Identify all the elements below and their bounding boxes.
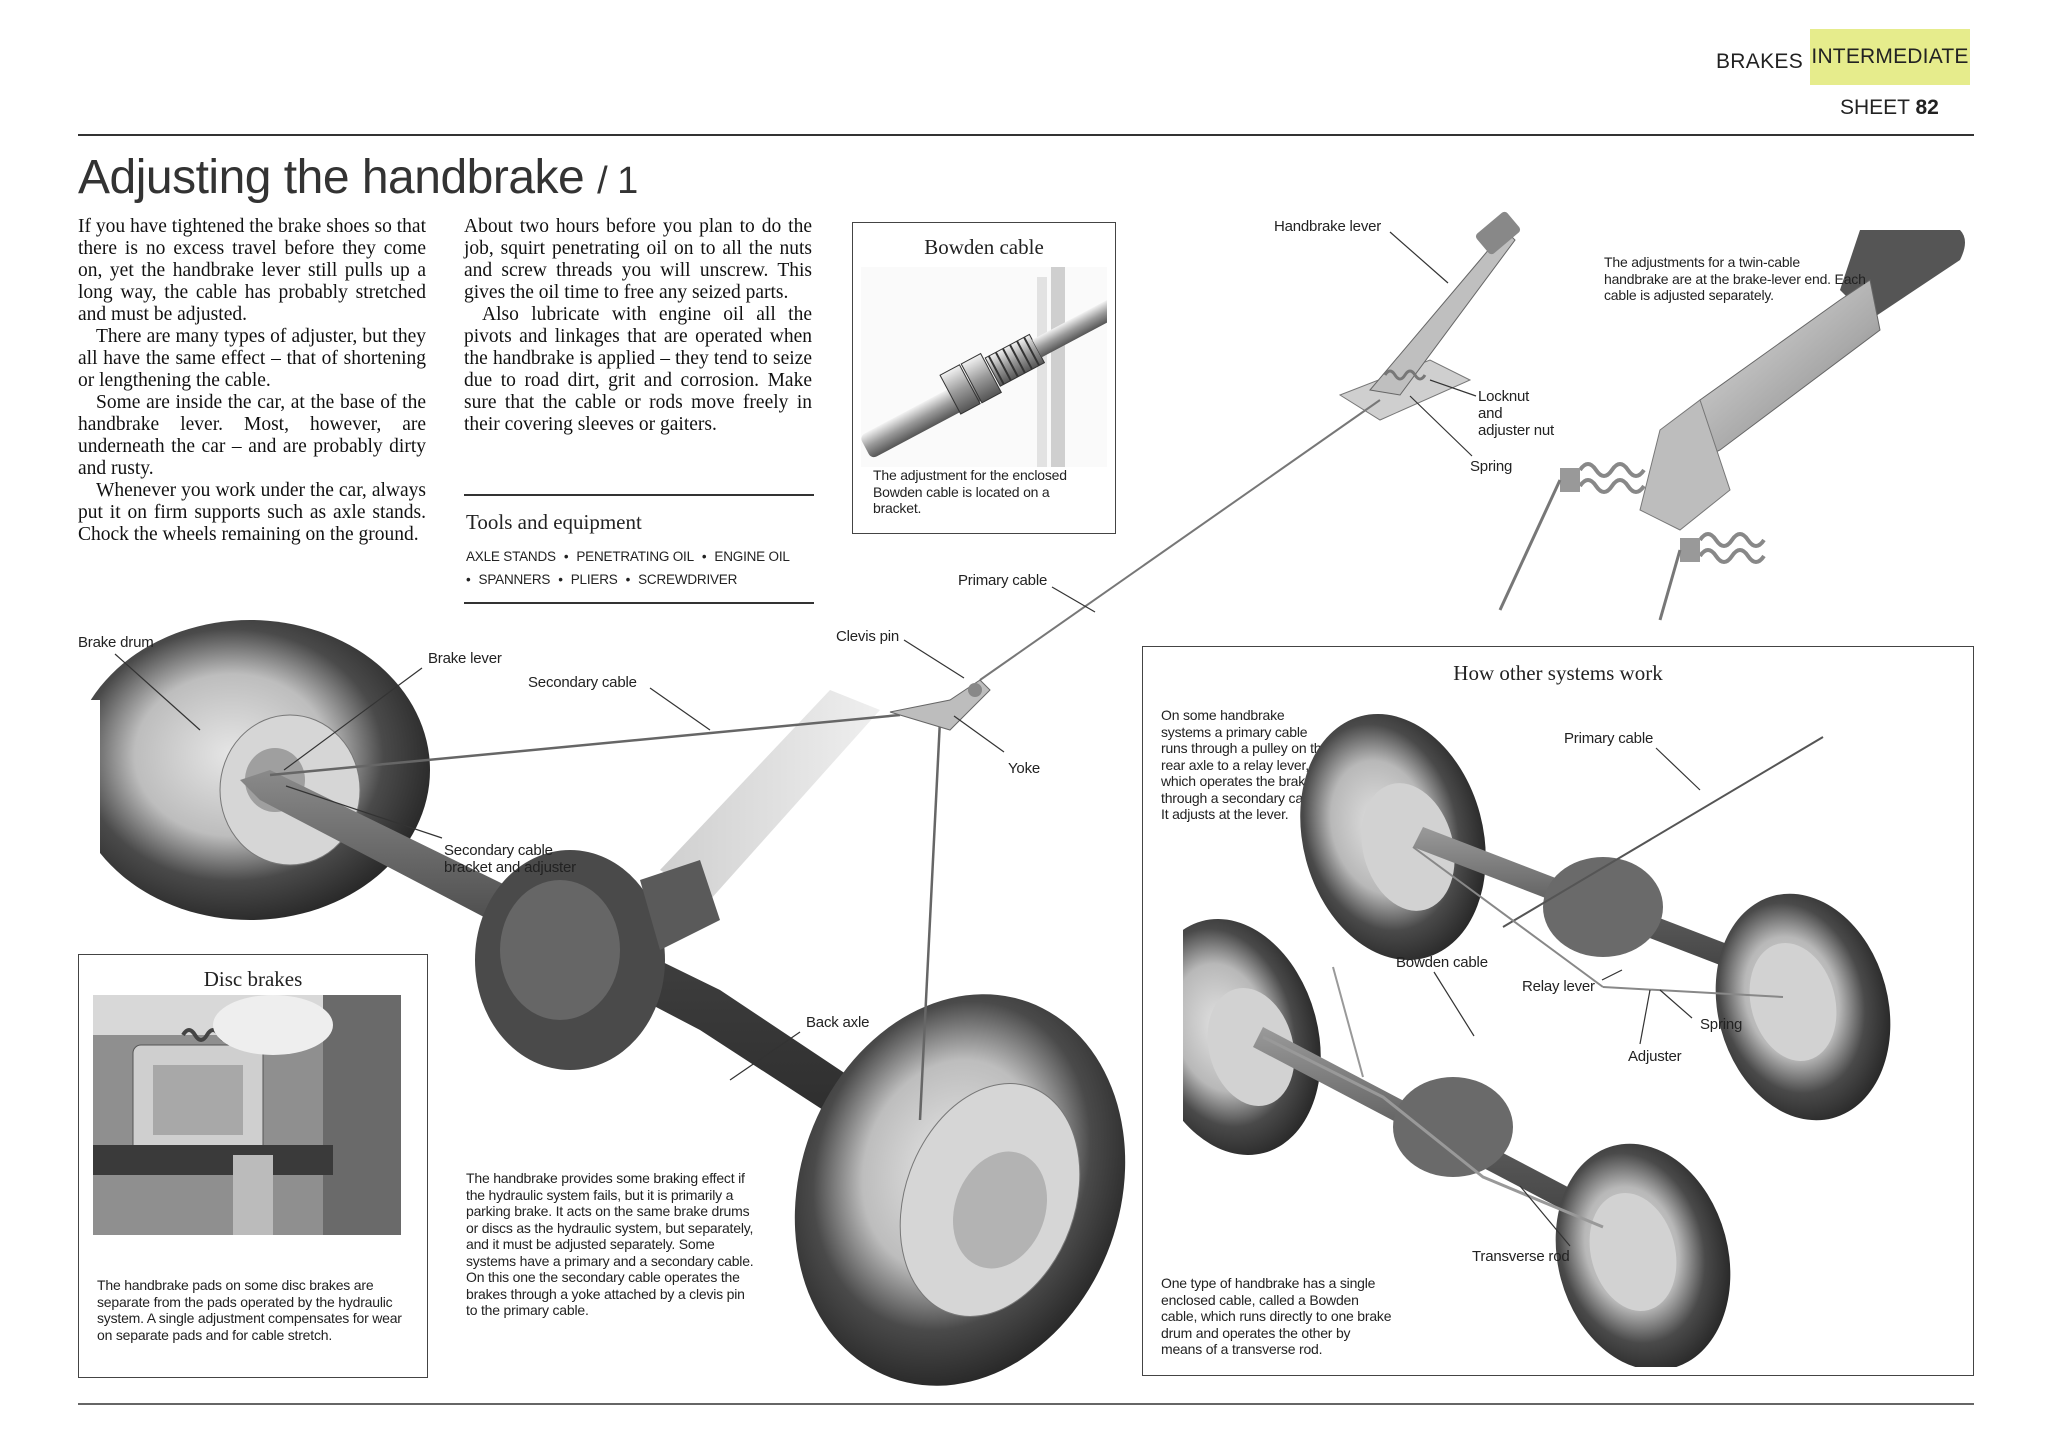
bowden-cable-box: Bowden cable The adjustment for the encl… bbox=[852, 222, 1116, 534]
label-primary-cable: Primary cable bbox=[958, 572, 1048, 589]
twin-cable-lever-illustration bbox=[1498, 230, 1965, 621]
disc-box-caption: The handbrake pads on some disc brakes a… bbox=[97, 1277, 402, 1343]
tools-rule-bottom bbox=[464, 602, 814, 604]
bowden-box-title: Bowden cable bbox=[924, 235, 1044, 259]
tool-item: ENGINE OIL bbox=[714, 549, 790, 564]
label-secondary-bracket: Secondary cable bracket and adjuster bbox=[444, 842, 576, 876]
paragraph: Some are inside the car, at the base of … bbox=[78, 392, 426, 479]
tools-rule-top bbox=[464, 494, 814, 496]
label-spring: Spring bbox=[1470, 458, 1513, 475]
disc-brake-illustration bbox=[93, 995, 401, 1235]
paragraph: There are many types of adjuster, but th… bbox=[78, 326, 426, 391]
page-title: Adjusting the handbrake / 1 bbox=[78, 150, 638, 205]
disc-brakes-box: Disc brakes The handbrake pads on some d… bbox=[78, 954, 428, 1378]
label-other-adjuster: Adjuster bbox=[1628, 1048, 1682, 1065]
other-box-title: How other systems work bbox=[1453, 661, 1663, 685]
disc-box-title: Disc brakes bbox=[203, 967, 303, 991]
sheet-number: SHEET 82 bbox=[1840, 96, 1939, 120]
label-brake-lever: Brake lever bbox=[428, 650, 502, 667]
other-systems-box: How other systems work On some handbrake… bbox=[1142, 646, 1974, 1376]
label-other-bowden-cable: Bowden cable bbox=[1396, 954, 1488, 971]
tools-list: AXLE STANDS•PENETRATING OIL•ENGINE OIL •… bbox=[466, 549, 790, 587]
label-brake-drum: Brake drum bbox=[78, 634, 154, 651]
bottom-rule bbox=[78, 1403, 1974, 1405]
label-secondary-cable: Secondary cable bbox=[528, 674, 637, 691]
main-caption: The handbrake provides some braking effe… bbox=[466, 1170, 754, 1318]
tool-item: SCREWDRIVER bbox=[638, 572, 738, 587]
bowden-box-caption: The adjustment for the enclosed Bowden c… bbox=[873, 467, 1067, 516]
lever-caption: The adjustments for a twin-cable handbra… bbox=[1604, 254, 1866, 303]
bowden-cable-illustration bbox=[861, 267, 1107, 467]
section-label: BRAKES bbox=[1716, 50, 1803, 73]
label-locknut: Locknut and adjuster nut bbox=[1478, 388, 1554, 439]
label-clevis-pin: Clevis pin bbox=[836, 628, 900, 645]
other-systems-illustration bbox=[1183, 714, 1891, 1367]
label-other-spring: Spring bbox=[1700, 1016, 1743, 1033]
tool-item: SPANNERS bbox=[478, 572, 551, 587]
label-handbrake-lever: Handbrake lever bbox=[1274, 218, 1382, 235]
tool-item: PLIERS bbox=[570, 572, 618, 587]
level-badge: INTERMEDIATE bbox=[1810, 29, 1970, 85]
label-back-axle: Back axle bbox=[806, 1014, 870, 1031]
other-box-text-bottom: One type of handbrake has a single enclo… bbox=[1161, 1275, 1392, 1357]
level-text: INTERMEDIATE bbox=[1811, 45, 1969, 68]
label-yoke: Yoke bbox=[1008, 760, 1041, 777]
body-column-2: About two hours before you plan to do th… bbox=[464, 216, 812, 436]
body-column-1: If you have tightened the brake shoes so… bbox=[78, 216, 426, 546]
tool-item: AXLE STANDS bbox=[466, 549, 556, 564]
sheet-label: SHEET bbox=[1840, 96, 1910, 119]
label-other-relay-lever: Relay lever bbox=[1522, 978, 1595, 995]
title-part: / 1 bbox=[597, 160, 638, 202]
paragraph: Whenever you work under the car, always … bbox=[78, 480, 426, 545]
other-box-text-top: On some handbrake systems a primary cabl… bbox=[1161, 707, 1329, 822]
title-main: Adjusting the handbrake bbox=[78, 151, 585, 204]
paragraph: If you have tightened the brake shoes so… bbox=[78, 216, 426, 325]
label-other-primary-cable: Primary cable bbox=[1564, 730, 1654, 747]
top-rule bbox=[78, 134, 1974, 136]
paragraph: About two hours before you plan to do th… bbox=[464, 216, 812, 303]
tool-item: PENETRATING OIL bbox=[576, 549, 694, 564]
paragraph: Also lubricate with engine oil all the p… bbox=[464, 304, 812, 435]
label-other-transverse-rod: Transverse rod bbox=[1472, 1248, 1570, 1265]
sheet-value: 82 bbox=[1915, 96, 1939, 119]
tools-title: Tools and equipment bbox=[466, 510, 642, 534]
right-wheel-drawing bbox=[794, 994, 1126, 1386]
